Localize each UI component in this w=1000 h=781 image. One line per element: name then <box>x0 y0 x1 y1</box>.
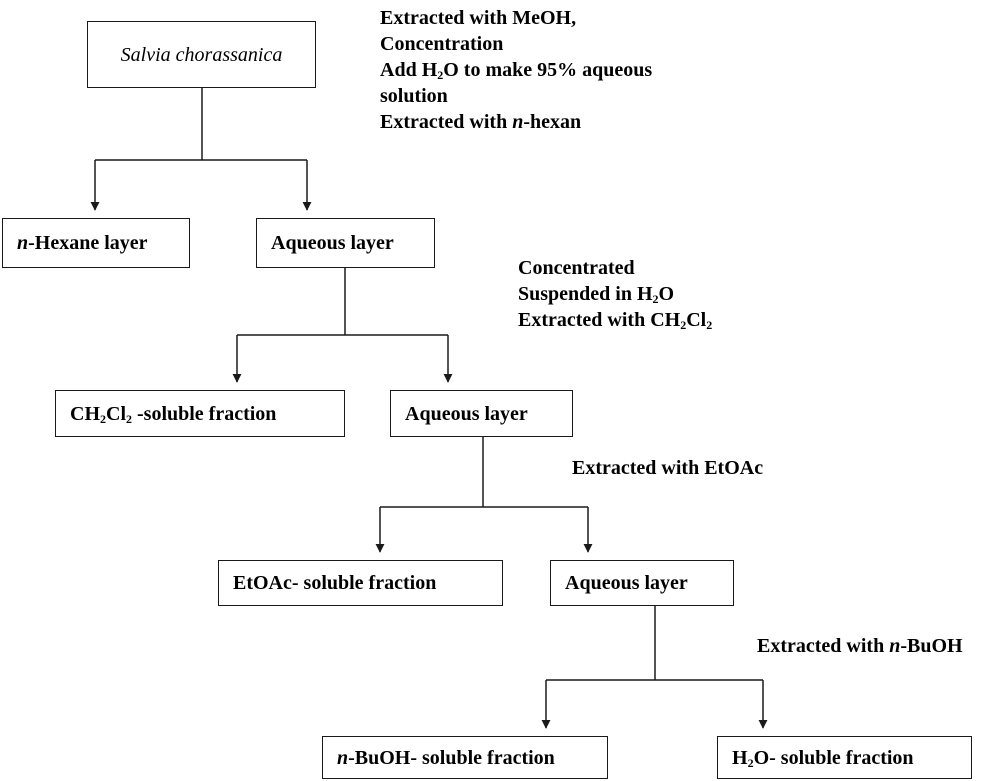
note-line: Extracted with n-BuOH <box>757 635 963 657</box>
aqueous-layer-label: Aqueous layer <box>405 402 528 425</box>
note-line: Extracted with MeOH, <box>380 7 577 29</box>
hexane-layer-label: n-Hexane layer <box>17 232 148 254</box>
note-line: Concentrated <box>518 257 635 279</box>
note-line: Extracted with CH2Cl2 <box>518 309 713 332</box>
etoac-soluble-fraction-box: EtOAc- soluble fraction <box>218 560 503 606</box>
aqueous-layer-box-1: Aqueous layer <box>256 218 435 268</box>
aqueous-layer-box-2: Aqueous layer <box>390 390 573 437</box>
ch2cl2-soluble-fraction-box: CH2Cl2 -soluble fraction <box>55 390 345 437</box>
step-2-conditions: Concentrated Suspended in H2O Extracted … <box>518 255 712 333</box>
etoac-fraction-label: EtOAc- soluble fraction <box>233 572 437 594</box>
ch2cl2-fraction-label: CH2Cl2 -soluble fraction <box>70 402 277 426</box>
note-line: Extracted with EtOAc <box>572 457 764 479</box>
buoh-fraction-label: n-BuOH- soluble fraction <box>337 746 555 769</box>
note-line: Add H2O to make 95% aqueous <box>380 59 653 82</box>
aqueous-layer-label: Aqueous layer <box>565 572 688 594</box>
h2o-soluble-fraction-box: H2O- soluble fraction <box>717 736 972 779</box>
aqueous-layer-label: Aqueous layer <box>271 232 394 254</box>
note-line: Extracted with n-hexan <box>380 111 582 133</box>
plant-name: Salvia chorassanica <box>120 43 283 66</box>
hexane-layer-box: n-Hexane layer <box>2 218 190 268</box>
note-line: Suspended in H2O <box>518 283 675 306</box>
h2o-fraction-label: H2O- soluble fraction <box>732 746 914 770</box>
step-4-conditions: Extracted with n-BuOH <box>757 633 963 659</box>
note-line: solution <box>380 85 448 107</box>
step-3-conditions: Extracted with EtOAc <box>572 455 763 481</box>
salvia-chorassanica-box: Salvia chorassanica <box>87 21 316 88</box>
aqueous-layer-box-3: Aqueous layer <box>550 560 734 606</box>
step-1-conditions: Extracted with MeOH, Concentration Add H… <box>380 5 652 135</box>
note-line: Concentration <box>380 33 504 55</box>
buoh-soluble-fraction-box: n-BuOH- soluble fraction <box>322 736 608 779</box>
